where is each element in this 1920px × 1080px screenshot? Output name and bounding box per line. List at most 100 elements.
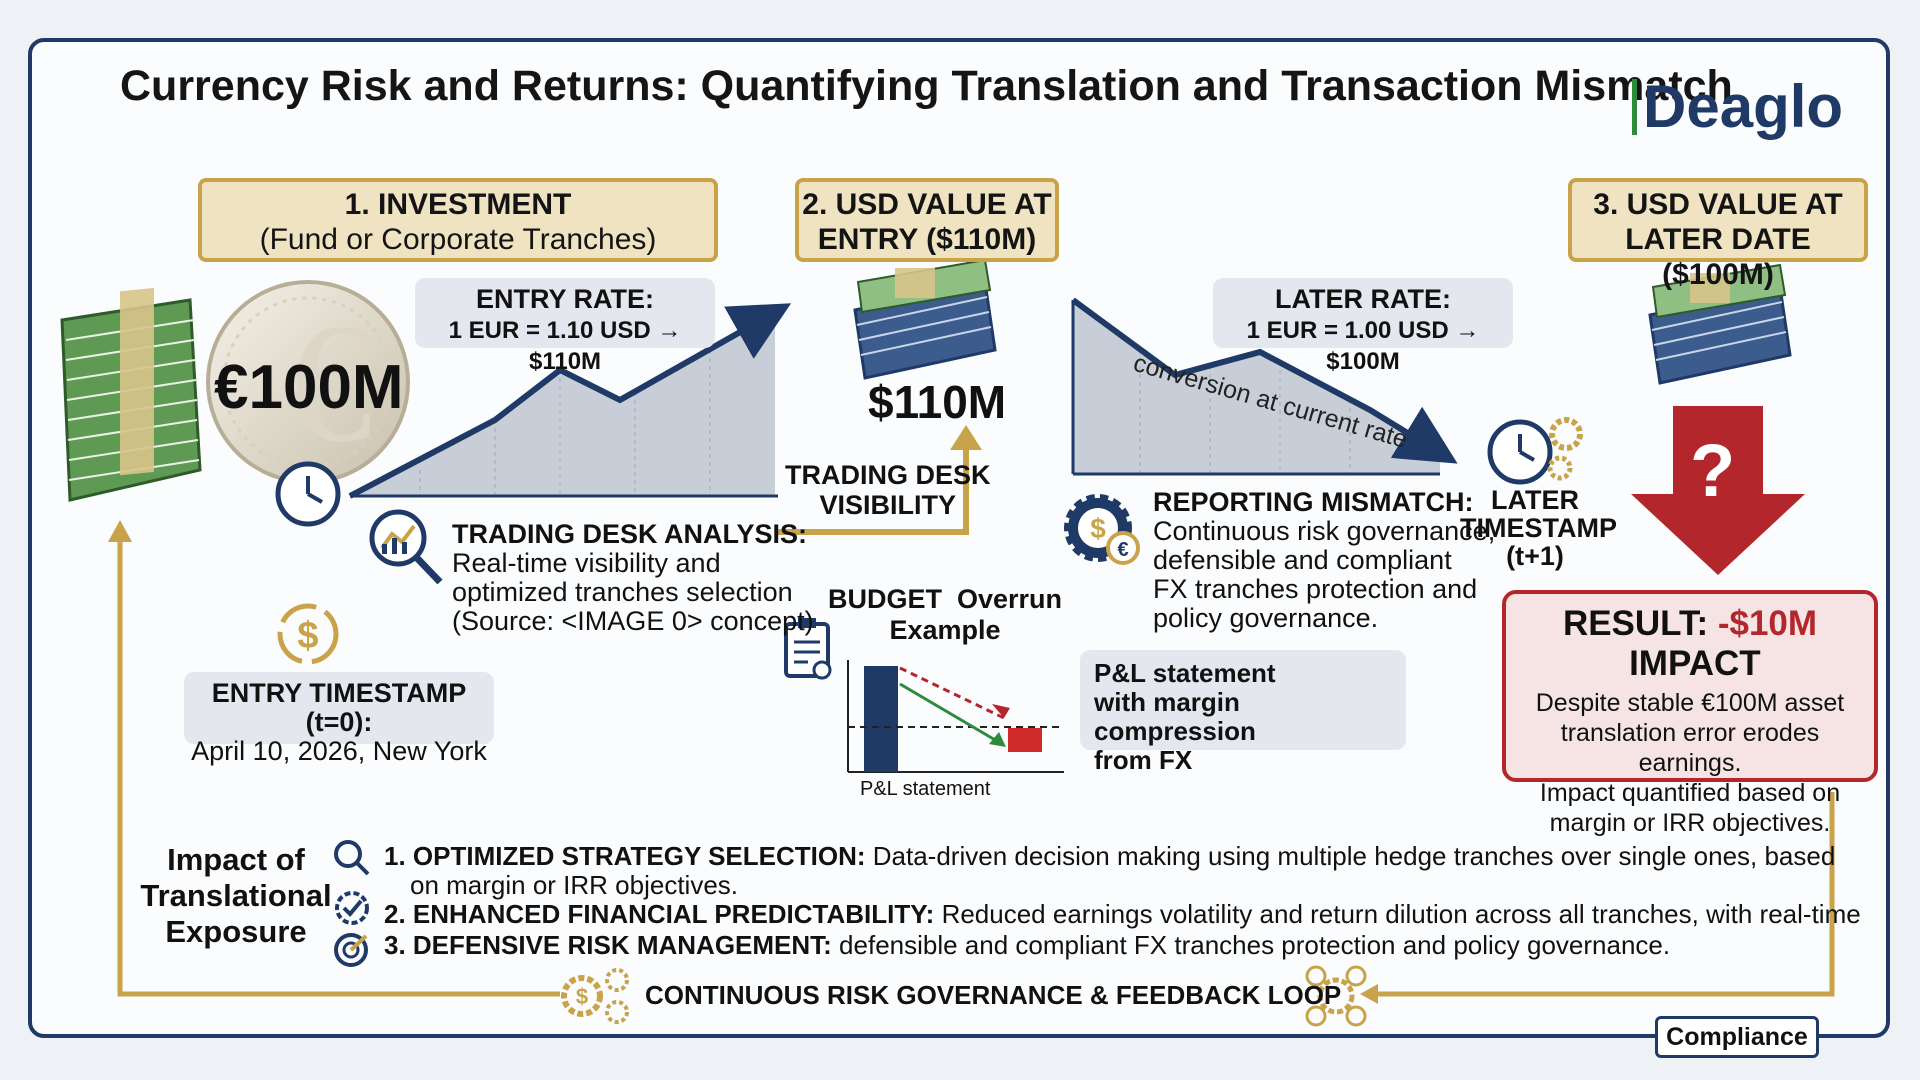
usd-cash-stack-icon (853, 258, 997, 380)
step2-line2: ENTRY ($110M) (817, 223, 1037, 256)
result-body: Despite stable €100M asset translation e… (1506, 688, 1874, 838)
bullet-1-text: Data-driven decision making using multip… (865, 841, 1836, 871)
svg-text:$: $ (1090, 513, 1106, 544)
result-prefix: RESULT: (1562, 604, 1718, 643)
step-usd-entry-box: 2. USD VALUE AT ENTRY ($110M) (795, 178, 1059, 262)
clock-icon (275, 461, 341, 527)
entry-timestamp-value: April 10, 2026, New York (191, 736, 487, 766)
step3-line1: 3. USD VALUE AT (1593, 188, 1843, 221)
page-title: Currency Risk and Returns: Quantifying T… (120, 62, 1733, 110)
budget-overrun-chart (847, 660, 1064, 773)
later-rate-title: LATER RATE: (1275, 284, 1451, 314)
reporting-line2: defensible and compliant (1153, 545, 1452, 575)
budget-title: BUDGET Overrun Example (815, 584, 1075, 646)
result-amount: -$10M (1717, 604, 1818, 643)
euro-cash-stack-icon (60, 287, 202, 502)
clipboard-icon (784, 618, 832, 680)
brand-logo: Deaglo (1632, 72, 1843, 141)
later-timestamp-line1: LATER (1491, 485, 1579, 515)
bullet-1: 1. OPTIMIZED STRATEGY SELECTION: Data-dr… (384, 842, 1835, 871)
bullet-2-text: Reduced earnings volatility and return d… (934, 899, 1861, 929)
later-rate-value: 1 EUR = 1.00 USD → $100M (1246, 317, 1480, 375)
svg-text:$: $ (576, 984, 588, 1009)
visibility-line1: TRADING DESK (785, 460, 991, 490)
red-down-arrow-icon (1631, 406, 1805, 575)
step2-line1: 2. USD VALUE AT (802, 188, 1052, 221)
entry-timestamp-title: ENTRY TIMESTAMP (t=0): (211, 678, 467, 737)
entry-rate-callout: ENTRY RATE: 1 EUR = 1.10 USD → $110M (415, 278, 715, 375)
budget-axis-label: P&L statement (860, 778, 991, 800)
reporting-gear-icon: $ € (1064, 494, 1140, 565)
feedback-loop-arrow (108, 520, 1835, 1004)
trading-visibility-label: TRADING DESK VISIBILITY (785, 460, 991, 520)
trading-analysis-line1: Real-time visibility and (452, 548, 721, 578)
result-line1: Despite stable €100M asset (1535, 689, 1845, 717)
badge-check-icon (335, 891, 369, 925)
rising-rate-chart (348, 303, 792, 499)
later-timestamp-label: LATER TIMESTAMP (t+1) (1460, 485, 1617, 571)
step3-line2: LATER DATE ($100M) (1625, 223, 1811, 291)
trading-analysis-line2: optimized tranches selection (452, 577, 793, 607)
impact-line1: Impact of (167, 842, 305, 877)
trading-analysis-line3: (Source: <IMAGE 0> concept) (452, 606, 814, 636)
trading-analysis-text: TRADING DESK ANALYSIS: Real-time visibil… (452, 520, 814, 636)
later-timestamp-line3: (t+1) (1506, 541, 1564, 571)
entry-rate-title: ENTRY RATE: (475, 284, 654, 314)
reporting-line3: FX tranches protection and (1153, 574, 1478, 604)
later-clock-icon (1487, 419, 1553, 485)
svg-text:€: € (1117, 539, 1128, 561)
pnl-note-line3: from FX (1094, 745, 1193, 775)
bullet-2: 2. ENHANCED FINANCIAL PREDICTABILITY: Re… (384, 900, 1861, 929)
bullet-3-text: defensible and compliant FX tranches pro… (831, 930, 1671, 960)
trading-analysis-title: TRADING DESK ANALYSIS: (452, 519, 808, 549)
coin-value: €100M (214, 353, 404, 422)
result-box: RESULT: -$10M IMPACT Despite stable €100… (1502, 590, 1878, 837)
impact-line3: Exposure (165, 914, 307, 949)
impact-heading: Impact of Translational Exposure (138, 842, 334, 950)
reporting-title: REPORTING MISMATCH: (1153, 487, 1474, 517)
reporting-mismatch-text: REPORTING MISMATCH: Continuous risk gove… (1153, 488, 1495, 633)
svg-text:€: € (288, 289, 373, 477)
search-icon (334, 840, 370, 876)
target-icon (334, 933, 368, 967)
entry-rate-value: 1 EUR = 1.10 USD → $110M (448, 317, 682, 375)
bullet-1-label: 1. OPTIMIZED STRATEGY SELECTION: (384, 841, 866, 871)
budget-title-line1: BUDGET Overrun (827, 584, 1063, 614)
usd-entry-value: $110M (868, 376, 1007, 428)
impact-line2: Translational (140, 878, 332, 913)
question-mark: ? (1690, 429, 1736, 512)
svg-text:$: $ (297, 615, 318, 657)
pnl-note: P&L statement with margin compression fr… (1080, 650, 1406, 775)
feedback-loop-label: CONTINUOUS RISK GOVERNANCE & FEEDBACK LO… (645, 980, 1342, 1010)
step-usd-later-box: 3. USD VALUE AT LATER DATE ($100M) (1568, 178, 1868, 291)
bullet-3: 3. DEFENSIVE RISK MANAGEMENT: defensible… (384, 931, 1670, 960)
gear-icon (1547, 417, 1583, 481)
step1-title: 1. INVESTMENT (344, 188, 572, 221)
result-line3: Impact quantified based on (1539, 779, 1841, 807)
bullet-2-label: 2. ENHANCED FINANCIAL PREDICTABILITY: (384, 899, 935, 929)
visibility-line2: VISIBILITY (819, 490, 957, 520)
visibility-arrow (775, 425, 982, 535)
step-investment-box: 1. INVESTMENT (Fund or Corporate Tranche… (198, 178, 718, 262)
compliance-badge: Compliance (1655, 1016, 1819, 1058)
entry-timestamp-box: ENTRY TIMESTAMP (t=0): April 10, 2026, N… (184, 672, 494, 766)
step1-subtitle: (Fund or Corporate Tranches) (259, 223, 657, 256)
reporting-line4: policy governance. (1153, 603, 1379, 633)
result-heading: RESULT: -$10M IMPACT (1506, 604, 1874, 684)
result-line2: translation error erodes earnings. (1560, 719, 1820, 777)
logo-text: Deaglo (1643, 73, 1844, 140)
dollar-cycle-icon: $ (277, 603, 339, 665)
later-timestamp-line2: TIMESTAMP (1460, 513, 1617, 543)
budget-title-line2: Example (889, 615, 1001, 645)
euro-coin-icon: € (206, 280, 410, 484)
pnl-note-line1: P&L statement (1094, 658, 1276, 688)
loop-gear-left-icon: $ (561, 968, 629, 1024)
result-line4: margin or IRR objectives. (1549, 809, 1831, 837)
reporting-line1: Continuous risk governance, (1153, 516, 1496, 546)
result-suffix: IMPACT (1619, 644, 1761, 683)
pnl-note-line2: with margin compression (1094, 687, 1256, 746)
analysis-magnifier-icon (369, 509, 443, 585)
bullet-3-label: 3. DEFENSIVE RISK MANAGEMENT: (384, 930, 832, 960)
usd-cash-stack-later-icon (1648, 263, 1792, 385)
